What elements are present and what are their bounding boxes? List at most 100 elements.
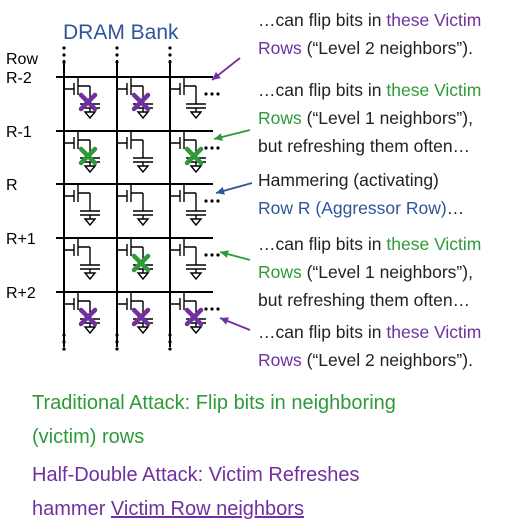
continuation-dot	[115, 46, 119, 50]
level2-bottom-rows: Rows	[258, 350, 302, 370]
continuation-dot	[168, 53, 172, 57]
continuation-dot	[168, 333, 172, 337]
dram-cell	[117, 131, 153, 166]
continuation-dot	[216, 199, 220, 203]
continuation-dot	[210, 92, 214, 96]
continuation-dot	[115, 53, 119, 57]
aggressor-row: Row R (Aggressor Row)	[258, 198, 447, 218]
continuation-dot	[115, 60, 119, 64]
continuation-dot	[115, 340, 119, 344]
level1-bottom-victim: these Victim	[386, 234, 482, 254]
ground-symbol	[189, 165, 203, 174]
annotation-level1-top: …can flip bits in these Victim Rows (“Le…	[258, 76, 481, 160]
ground-symbol	[136, 165, 150, 174]
continuation-dot	[204, 253, 208, 257]
level2-top-neighbors: (“Level 2 neighbors”).	[301, 38, 473, 58]
half-double-victim-row-neighbors: Victim Row neighbors	[110, 498, 304, 520]
annotation-level2-bottom: …can flip bits in these Victim Rows (“Le…	[258, 318, 481, 374]
annotation-level2-top: …can flip bits in these Victim Rows (“Le…	[258, 6, 481, 62]
arrowhead-icon	[220, 250, 229, 258]
continuation-dot	[168, 340, 172, 344]
continuation-dot	[62, 340, 66, 344]
continuation-dot	[204, 92, 208, 96]
traditional-attack-line2: (victim) rows	[32, 426, 145, 448]
bit-flip-x-icon	[78, 307, 98, 327]
bit-flip-x-icon	[184, 146, 204, 166]
dram-cell	[64, 184, 100, 219]
continuation-dot	[210, 146, 214, 150]
level2-top-text: …can flip bits in	[258, 10, 387, 30]
annotation-aggressor: Hammering (activating) Row R (Aggressor …	[258, 166, 464, 222]
continuation-dot	[168, 46, 172, 50]
dram-bank-title: DRAM Bank	[63, 21, 179, 44]
arrowhead-icon	[212, 71, 221, 80]
row-axis-label: Row	[6, 51, 38, 68]
continuation-dot	[216, 92, 220, 96]
level2-bottom-text: …can flip bits in	[258, 322, 387, 342]
aggressor-ellipsis: …	[446, 198, 465, 218]
row-label: R-1	[6, 124, 32, 141]
dram-cell	[170, 184, 206, 219]
ground-symbol	[83, 326, 97, 335]
continuation-dot	[210, 253, 214, 257]
traditional-attack-line1: Traditional Attack: Flip bits in neighbo…	[32, 392, 396, 414]
level1-top-neighbors: (“Level 1 neighbors”),	[301, 108, 473, 128]
continuation-dot	[204, 199, 208, 203]
continuation-dot	[168, 347, 172, 351]
bit-flip-x-icon	[131, 92, 151, 112]
level1-top-victim: these Victim	[386, 80, 482, 100]
continuation-dot	[62, 347, 66, 351]
dram-cell	[64, 238, 100, 273]
continuation-dot	[216, 307, 220, 311]
ground-symbol	[136, 272, 150, 281]
ground-symbol	[83, 218, 97, 227]
continuation-dot	[204, 307, 208, 311]
continuation-dot	[115, 333, 119, 337]
continuation-dot	[210, 307, 214, 311]
level1-bottom-rows: Rows	[258, 262, 302, 282]
continuation-dot	[62, 333, 66, 337]
level1-bottom-neighbors: (“Level 1 neighbors”),	[301, 262, 473, 282]
dram-cell	[117, 184, 153, 219]
half-double-hammer: hammer	[32, 498, 111, 520]
bit-flip-x-icon	[131, 253, 151, 273]
half-double-line1: Half-Double Attack: Victim Refreshes	[32, 464, 360, 486]
continuation-dot	[62, 53, 66, 57]
bit-flip-x-icon	[131, 307, 151, 327]
annotation-level1-bottom: …can flip bits in these Victim Rows (“Le…	[258, 230, 481, 314]
dram-cell	[170, 238, 206, 273]
bit-flip-x-icon	[78, 92, 98, 112]
continuation-dot	[62, 46, 66, 50]
continuation-dot	[216, 253, 220, 257]
arrowhead-icon	[220, 317, 229, 325]
half-double-attack-note: Half-Double Attack: Victim Refreshes ham…	[32, 458, 360, 526]
level2-top-victim: these Victim	[386, 10, 482, 30]
ground-symbol	[83, 111, 97, 120]
level1-bottom-text: …can flip bits in	[258, 234, 387, 254]
bit-flip-x-icon	[184, 307, 204, 327]
level1-top-rows: Rows	[258, 108, 302, 128]
ground-symbol	[189, 111, 203, 120]
level1-top-refresh: but refreshing them often…	[258, 136, 471, 156]
row-label: R+1	[6, 231, 36, 248]
arrowhead-icon	[216, 187, 225, 195]
ground-symbol	[136, 218, 150, 227]
continuation-dot	[168, 60, 172, 64]
level2-top-rows: Rows	[258, 38, 302, 58]
level2-bottom-neighbors: (“Level 2 neighbors”).	[301, 350, 473, 370]
continuation-dot	[204, 146, 208, 150]
ground-symbol	[189, 326, 203, 335]
ground-symbol	[83, 165, 97, 174]
continuation-dot	[115, 347, 119, 351]
continuation-dot	[210, 199, 214, 203]
arrowhead-icon	[214, 133, 223, 141]
ground-symbol	[189, 218, 203, 227]
bit-flip-x-icon	[78, 146, 98, 166]
level2-bottom-victim: these Victim	[386, 322, 482, 342]
dram-cell	[170, 77, 206, 112]
ground-symbol	[136, 326, 150, 335]
continuation-dot	[62, 60, 66, 64]
ground-symbol	[189, 272, 203, 281]
